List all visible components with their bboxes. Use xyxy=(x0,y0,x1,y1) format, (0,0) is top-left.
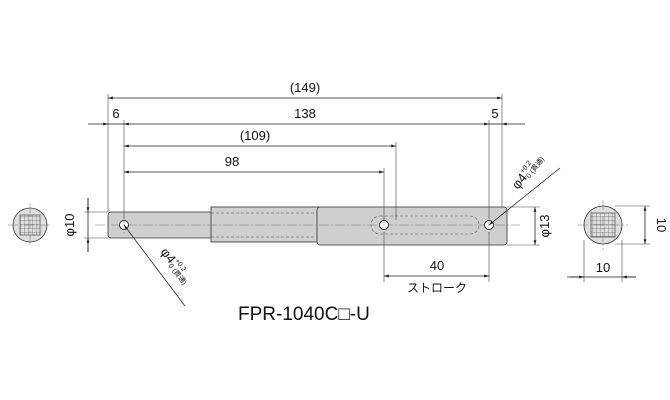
cylinder-slot xyxy=(370,215,480,235)
right-offset-label: 5 xyxy=(491,106,498,121)
left-offset-label: 6 xyxy=(112,106,119,121)
inner-length-label: 98 xyxy=(225,154,239,169)
left-end-view xyxy=(8,203,52,247)
overall-length-label: (149) xyxy=(290,80,320,95)
right-end-view: 10 10 xyxy=(567,200,669,282)
part-number: FPR-1040C□-U xyxy=(238,304,370,325)
dim-left-height: φ10 xyxy=(62,198,108,252)
dim-retracted: (109) xyxy=(124,128,396,148)
damper-body xyxy=(95,206,520,246)
dim-inner: 98 xyxy=(124,154,384,174)
dim-overall: (149) xyxy=(108,80,502,100)
left-height-label: φ10 xyxy=(62,214,77,237)
end-view-width-label: 10 xyxy=(596,260,610,275)
dim-stroke: 40 ストローク xyxy=(384,258,489,295)
end-view-height-label: 10 xyxy=(654,218,669,232)
stroke-caption: ストローク xyxy=(407,281,467,295)
left-hole-tol-lower: 0 xyxy=(167,263,175,270)
right-hole-tol-lower: 0 xyxy=(525,172,533,179)
rod-span-label: 138 xyxy=(294,106,316,121)
right-diameter-label: φ13 xyxy=(537,215,552,238)
retracted-length-label: (109) xyxy=(240,128,270,143)
cylinder-body xyxy=(316,206,508,246)
dim-138-row: 6 138 5 xyxy=(88,106,525,126)
extension-lines xyxy=(107,94,503,282)
stroke-length-label: 40 xyxy=(430,258,444,273)
dim-right-diameter: φ13 xyxy=(507,206,552,246)
